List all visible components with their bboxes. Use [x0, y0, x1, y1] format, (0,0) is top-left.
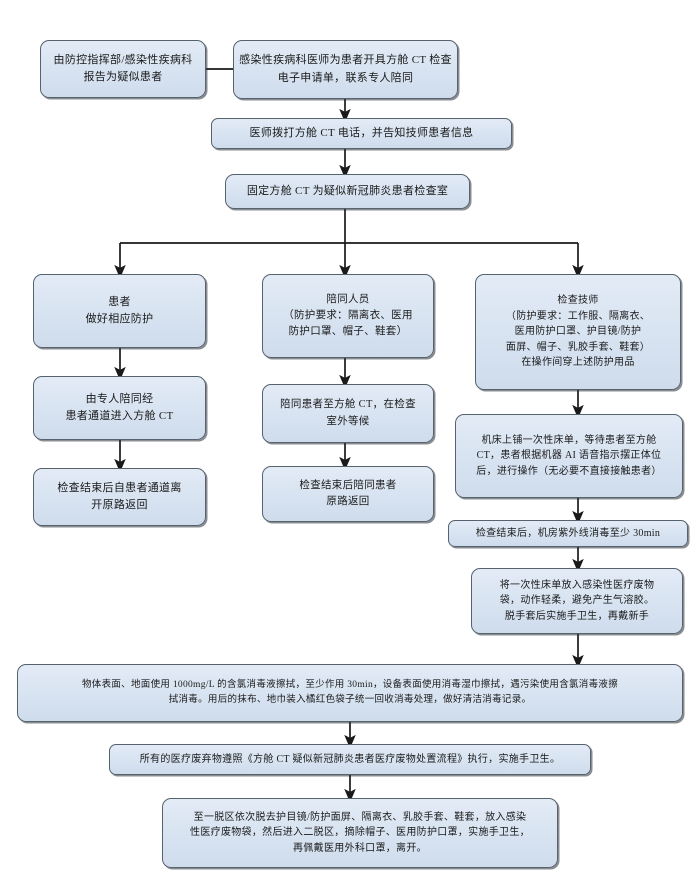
node-escort-wait-outside[interactable]: 陪同患者至方舱 CT，在检查 室外等候: [262, 384, 434, 443]
node-line: 患者: [108, 295, 131, 308]
node-line: 后，进行操作（无必要不直接接触患者）: [476, 465, 662, 477]
node-scan-procedure[interactable]: 机床上铺一次性床单，等待患者至方舱 CT，患者根据机器 AI 语音指示摆正体位 …: [455, 414, 683, 498]
node-line: 开原路返回: [91, 499, 148, 511]
node-line: 由专人陪同经: [85, 392, 154, 405]
node-patient-protection[interactable]: 患者 做好相应防护: [33, 274, 206, 348]
node-surface-disinfection[interactable]: 物体表面、地面使用 1000mg/L 的含氯消毒液擦拭，至少作用 30min，设…: [17, 664, 683, 722]
node-line: 医师拨打方舱 CT 电话，并告知技师患者信息: [249, 126, 474, 139]
node-line: 物体表面、地面使用 1000mg/L 的含氯消毒液擦拭，至少作用 30min，设…: [81, 680, 619, 691]
node-line: （防护要求：隔离衣、医用: [283, 309, 413, 321]
node-line: 脱手套后实施手卫生，再戴新手: [504, 610, 650, 622]
node-issue-ct-request[interactable]: 感染性疾病科医师为患者开具方舱 CT 检查 电子申请单，联系专人陪同: [233, 40, 458, 99]
node-line: 检查结束后陪同患者: [299, 479, 397, 491]
node-line: 将一次性床单放入感染性医疗废物: [499, 579, 655, 591]
node-line: 陪同人员: [326, 293, 370, 305]
node-line: 再佩戴医用外科口罩，离开。: [293, 842, 427, 854]
node-dispose-bed-sheet[interactable]: 将一次性床单放入感染性医疗废物 袋，动作轻柔，避免产生气溶胶。 脱手套后实施手卫…: [471, 568, 683, 634]
node-uv-disinfection[interactable]: 检查结束后，机房紫外线消毒至少 30min: [448, 520, 688, 547]
node-line: 检查结束后自患者通道离: [57, 481, 182, 494]
node-technician-ppe[interactable]: 检查技师 （防护要求：工作服、隔离衣、 医用防护口罩、护目镜/防护 面屏、帽子、…: [475, 274, 681, 390]
node-line: 检查技师: [557, 295, 599, 307]
node-line: 由防控指挥部/感染性疾病科: [53, 53, 193, 66]
node-line: 患者通道进入方舱 CT: [65, 410, 174, 422]
node-line: 陪同患者至方舱 CT，在检查: [280, 399, 416, 411]
node-patient-return-after-exam[interactable]: 检查结束后自患者通道离 开原路返回: [33, 468, 206, 526]
node-line: 在操作间穿上述防护用品: [521, 357, 635, 369]
node-line: 原路返回: [326, 496, 370, 507]
node-line: 性医疗废物袋，然后进入二脱区，摘除帽子、医用防护口罩，实施手卫生，: [190, 827, 530, 839]
node-line: 所有的医疗废弃物遵照《方舱 CT 疑似新冠肺炎患者医疗废物处置流程》执行，实施手…: [139, 753, 561, 765]
node-escort-staff-ppe[interactable]: 陪同人员 （防护要求：隔离衣、医用 防护口罩、帽子、鞋套）: [262, 274, 434, 358]
node-line: 拭消毒。用后的抹布、地巾装入橘红色袋子统一回收消毒处理，做好清洁消毒记录。: [168, 695, 532, 705]
node-line: 至一脱区依次脱去护目镜/防护面屏、隔离衣、乳胶手套、鞋套，放入感染: [193, 811, 527, 823]
node-line: 检查结束后，机房紫外线消毒至少 30min: [475, 527, 661, 539]
node-designate-ct-exam-room[interactable]: 固定方舱 CT 为疑似新冠肺炎患者检查室: [225, 174, 470, 209]
node-line: 感染性疾病科医师为患者开具方舱 CT 检查: [239, 54, 452, 67]
node-doffing-ppe-zones[interactable]: 至一脱区依次脱去护目镜/防护面屏、隔离衣、乳胶手套、鞋套，放入感染 性医疗废物袋…: [162, 798, 558, 868]
node-line: 袋，动作轻柔，避免产生气溶胶。: [499, 595, 655, 607]
node-line: （防护要求：工作服、隔离衣、: [505, 310, 651, 322]
node-escort-return-after-exam[interactable]: 检查结束后陪同患者 原路返回: [262, 466, 434, 522]
node-report-suspected-case[interactable]: 由防控指挥部/感染性疾病科 报告为疑似患者: [40, 40, 206, 98]
node-line: CT，患者根据机器 AI 语音指示摆正体位: [476, 450, 662, 462]
node-call-ct-inform-technician[interactable]: 医师拨打方舱 CT 电话，并告知技师患者信息: [211, 118, 512, 149]
node-line: 电子申请单，联系专人陪同: [277, 71, 414, 84]
node-line: 面屏、帽子、乳胶手套、鞋套）: [505, 341, 651, 353]
node-line: 固定方舱 CT 为疑似新冠肺炎患者检查室: [246, 184, 449, 197]
node-line: 室外等候: [326, 415, 370, 427]
node-medical-waste-procedure[interactable]: 所有的医疗废弃物遵照《方舱 CT 疑似新冠肺炎患者医疗废物处置流程》执行，实施手…: [109, 744, 591, 775]
node-line: 做好相应防护: [85, 313, 154, 325]
node-line: 报告为疑似患者: [83, 71, 163, 83]
node-escorted-patient-corridor[interactable]: 由专人陪同经 患者通道进入方舱 CT: [33, 376, 206, 440]
node-line: 机床上铺一次性床单，等待患者至方舱: [481, 434, 657, 446]
node-line: 防护口罩、帽子、鞋套）: [288, 326, 408, 338]
node-line: 医用防护口罩、护目镜/防护: [514, 326, 642, 338]
